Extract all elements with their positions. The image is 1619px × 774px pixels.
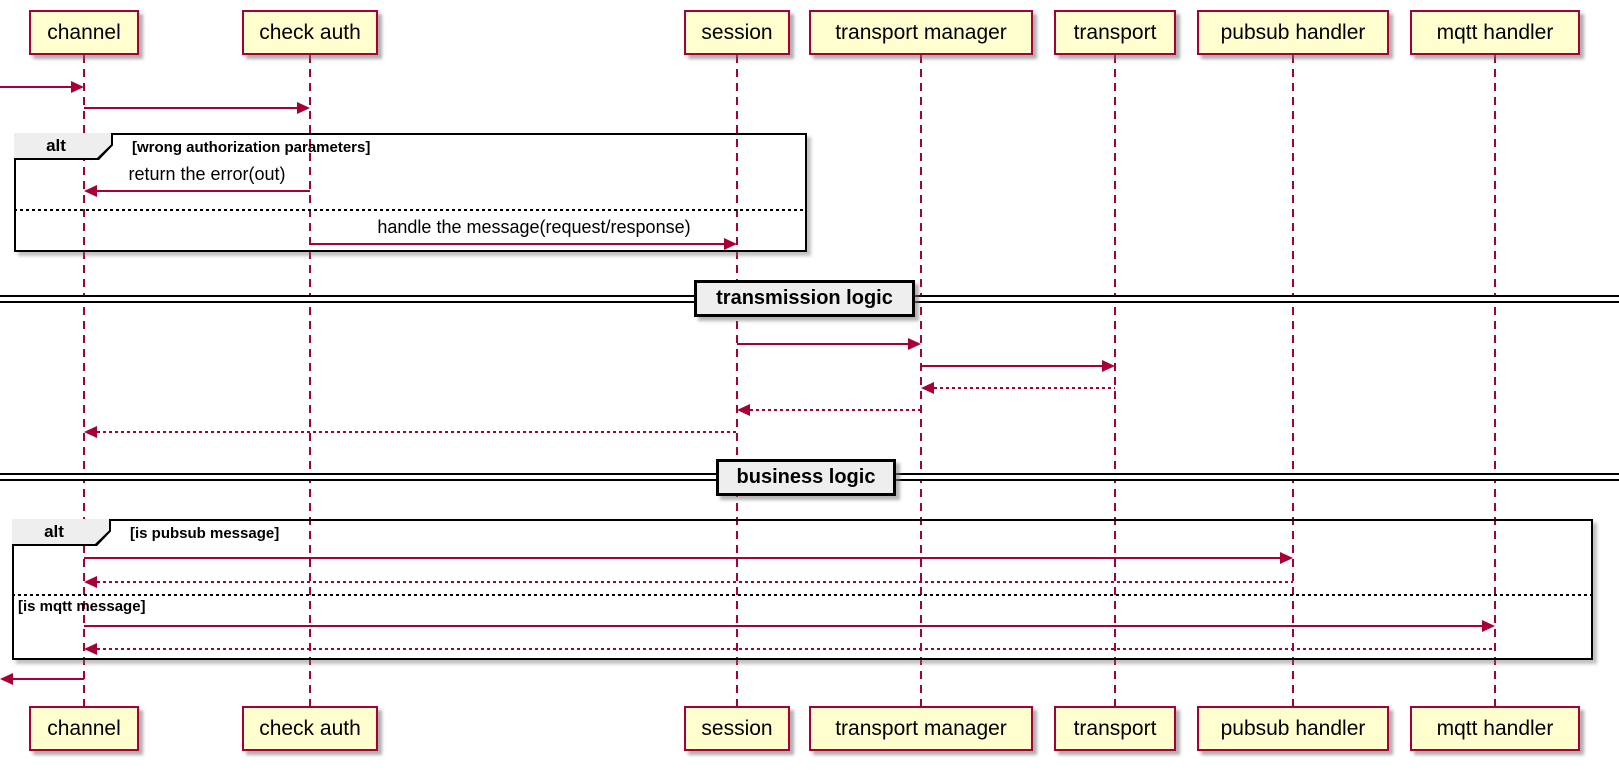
message-line: [84, 107, 297, 109]
participant-box-transport-bottom: transport: [1054, 706, 1176, 751]
alt-guard-label: [wrong authorization parameters]: [132, 139, 371, 156]
participant-box-check-auth-bottom: check auth: [242, 706, 378, 751]
separator-label: business logic: [716, 459, 896, 496]
message-line: [310, 243, 724, 245]
message-line: [97, 581, 1293, 583]
separator-label: transmission logic: [694, 280, 915, 317]
arrowhead-icon: [71, 81, 84, 93]
message-line: [934, 387, 1115, 389]
alt-operator-label: alt: [46, 136, 66, 155]
message-line: [921, 365, 1102, 367]
participant-box-session-top: session: [684, 10, 790, 55]
alt-frame: [14, 133, 807, 252]
participant-box-session-bottom: session: [684, 706, 790, 751]
lifeline-check-auth: [309, 55, 311, 706]
alt-frame-tab: [12, 519, 111, 546]
arrowhead-icon: [84, 576, 97, 588]
message-line: [97, 648, 1495, 650]
message-line: [84, 557, 1280, 559]
alt-else-divider: [14, 209, 807, 211]
lifeline-transport-manager: [920, 55, 922, 706]
arrowhead-icon: [1482, 620, 1495, 632]
lifeline-session: [736, 55, 738, 706]
participant-box-mqtt-handler-top: mqtt handler: [1410, 10, 1580, 55]
participant-box-pubsub-handler-bottom: pubsub handler: [1197, 706, 1389, 751]
participant-box-check-auth-top: check auth: [242, 10, 378, 55]
message-line: [84, 625, 1482, 627]
alt-frame-tab-fill: [14, 133, 111, 158]
participant-box-transport-manager-bottom: transport manager: [809, 706, 1033, 751]
arrowhead-icon: [1102, 360, 1115, 372]
participant-box-channel-bottom: channel: [29, 706, 139, 751]
arrowhead-icon: [84, 426, 97, 438]
message-line: [13, 678, 84, 680]
message-label: handle the message(request/response): [377, 217, 691, 237]
alt-frame: [12, 519, 1593, 660]
alt-guard-label: [is pubsub message]: [130, 525, 280, 542]
alt-else-divider: [12, 594, 1593, 596]
arrowhead-icon: [1280, 552, 1293, 564]
arrowhead-icon: [84, 643, 97, 655]
lifeline-mqtt-handler: [1494, 55, 1496, 706]
message-line: [0, 86, 71, 88]
alt-frame-tab: [14, 133, 113, 160]
lifeline-channel: [83, 55, 85, 706]
alt-operator-label: alt: [44, 522, 64, 541]
alt-else-guard-label: [is mqtt message]: [18, 598, 146, 615]
message-line: [97, 190, 310, 192]
arrowhead-icon: [908, 338, 921, 350]
arrowhead-icon: [724, 238, 737, 250]
participant-box-mqtt-handler-bottom: mqtt handler: [1410, 706, 1580, 751]
lifeline-transport: [1114, 55, 1116, 706]
message-line: [97, 431, 737, 433]
message-line: [737, 343, 908, 345]
participant-box-pubsub-handler-top: pubsub handler: [1197, 10, 1389, 55]
participant-box-transport-top: transport: [1054, 10, 1176, 55]
arrowhead-icon: [84, 185, 97, 197]
message-line: [750, 409, 921, 411]
alt-frame-tab-fill: [12, 519, 109, 544]
arrowhead-icon: [297, 102, 310, 114]
arrowhead-icon: [0, 673, 13, 685]
arrowhead-icon: [921, 382, 934, 394]
participant-box-channel-top: channel: [29, 10, 139, 55]
message-label: return the error(out): [128, 164, 286, 184]
participant-box-transport-manager-top: transport manager: [809, 10, 1033, 55]
arrowhead-icon: [737, 404, 750, 416]
lifeline-pubsub-handler: [1292, 55, 1294, 706]
